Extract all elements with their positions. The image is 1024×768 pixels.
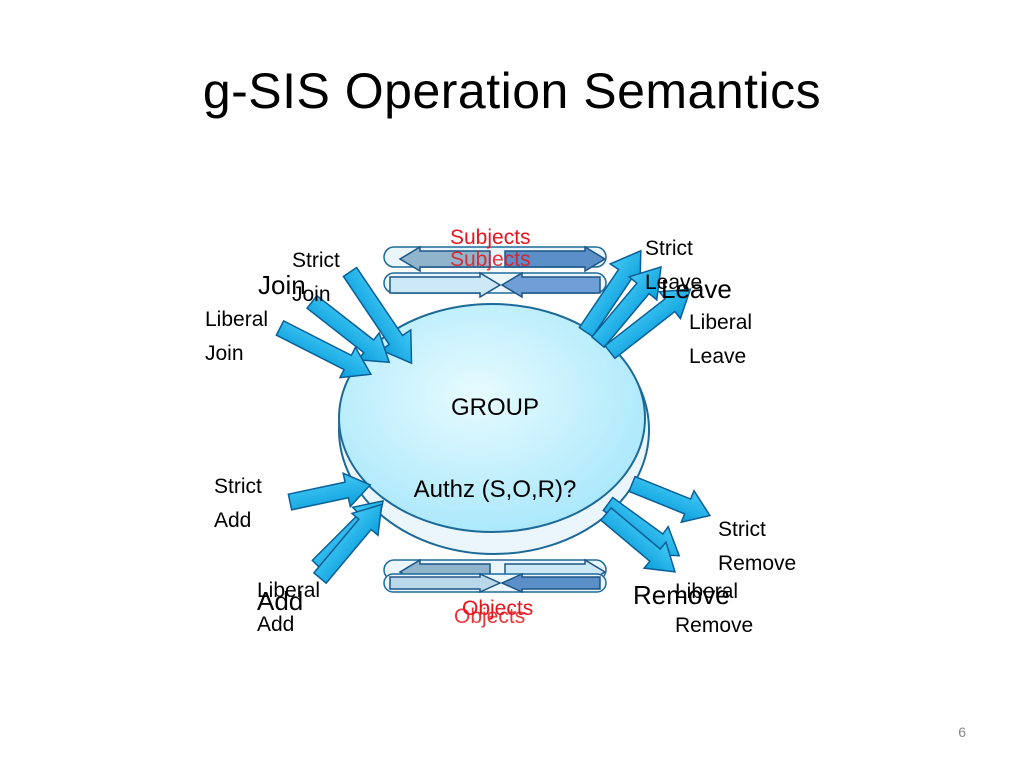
objects-label: Objects: [462, 597, 534, 620]
liberal-remove-label: Liberal Remove: [675, 580, 754, 637]
objects-loop-arrows: [383, 558, 607, 594]
remove-arrows: [599, 475, 712, 573]
slide-number: 6: [958, 724, 966, 740]
join-label: Join: [258, 270, 306, 300]
liberal-leave-arrow: [604, 288, 692, 360]
join-arrow-mid: [306, 294, 391, 364]
strict-add-arrow: [287, 472, 372, 511]
authz-label: Authz (S,O,R)?: [413, 476, 577, 503]
group-ellipse: [338, 303, 650, 555]
strict-join-label: Strict Join: [292, 249, 340, 306]
add-label: Add: [257, 586, 304, 616]
slide-title: g-SIS Operation Semantics: [202, 63, 822, 119]
liberal-join-label: Liberal Join: [205, 308, 269, 365]
subjects-label-shadow: Subjects: [450, 248, 531, 271]
add-arrows: [287, 472, 385, 585]
strict-remove-arrow: [628, 475, 712, 524]
strict-leave-arrow: [578, 249, 642, 338]
strict-join-arrow: [342, 266, 413, 365]
objects-label-shadow: Objects: [454, 605, 526, 628]
liberal-add-label: Liberal Add: [257, 579, 321, 636]
liberal-add-arrow: [312, 503, 383, 585]
liberal-remove-arrow: [599, 506, 676, 573]
subjects-label: Subjects: [450, 226, 531, 249]
strict-remove-label: Strict Remove: [718, 518, 797, 575]
liberal-leave-label: Liberal Leave: [689, 311, 753, 368]
leave-arrow-mid: [590, 265, 662, 349]
remove-label: Remove: [633, 580, 730, 610]
group-label: GROUP: [450, 394, 539, 421]
subjects-loop-arrows: [383, 245, 607, 299]
strict-leave-label: Strict Leave: [645, 237, 703, 294]
join-arrows: [275, 266, 413, 379]
leave-arrows: [578, 249, 692, 360]
strict-add-label: Strict Add: [214, 475, 262, 532]
liberal-join-arrow: [275, 319, 373, 379]
leave-label: Leave: [661, 274, 732, 304]
